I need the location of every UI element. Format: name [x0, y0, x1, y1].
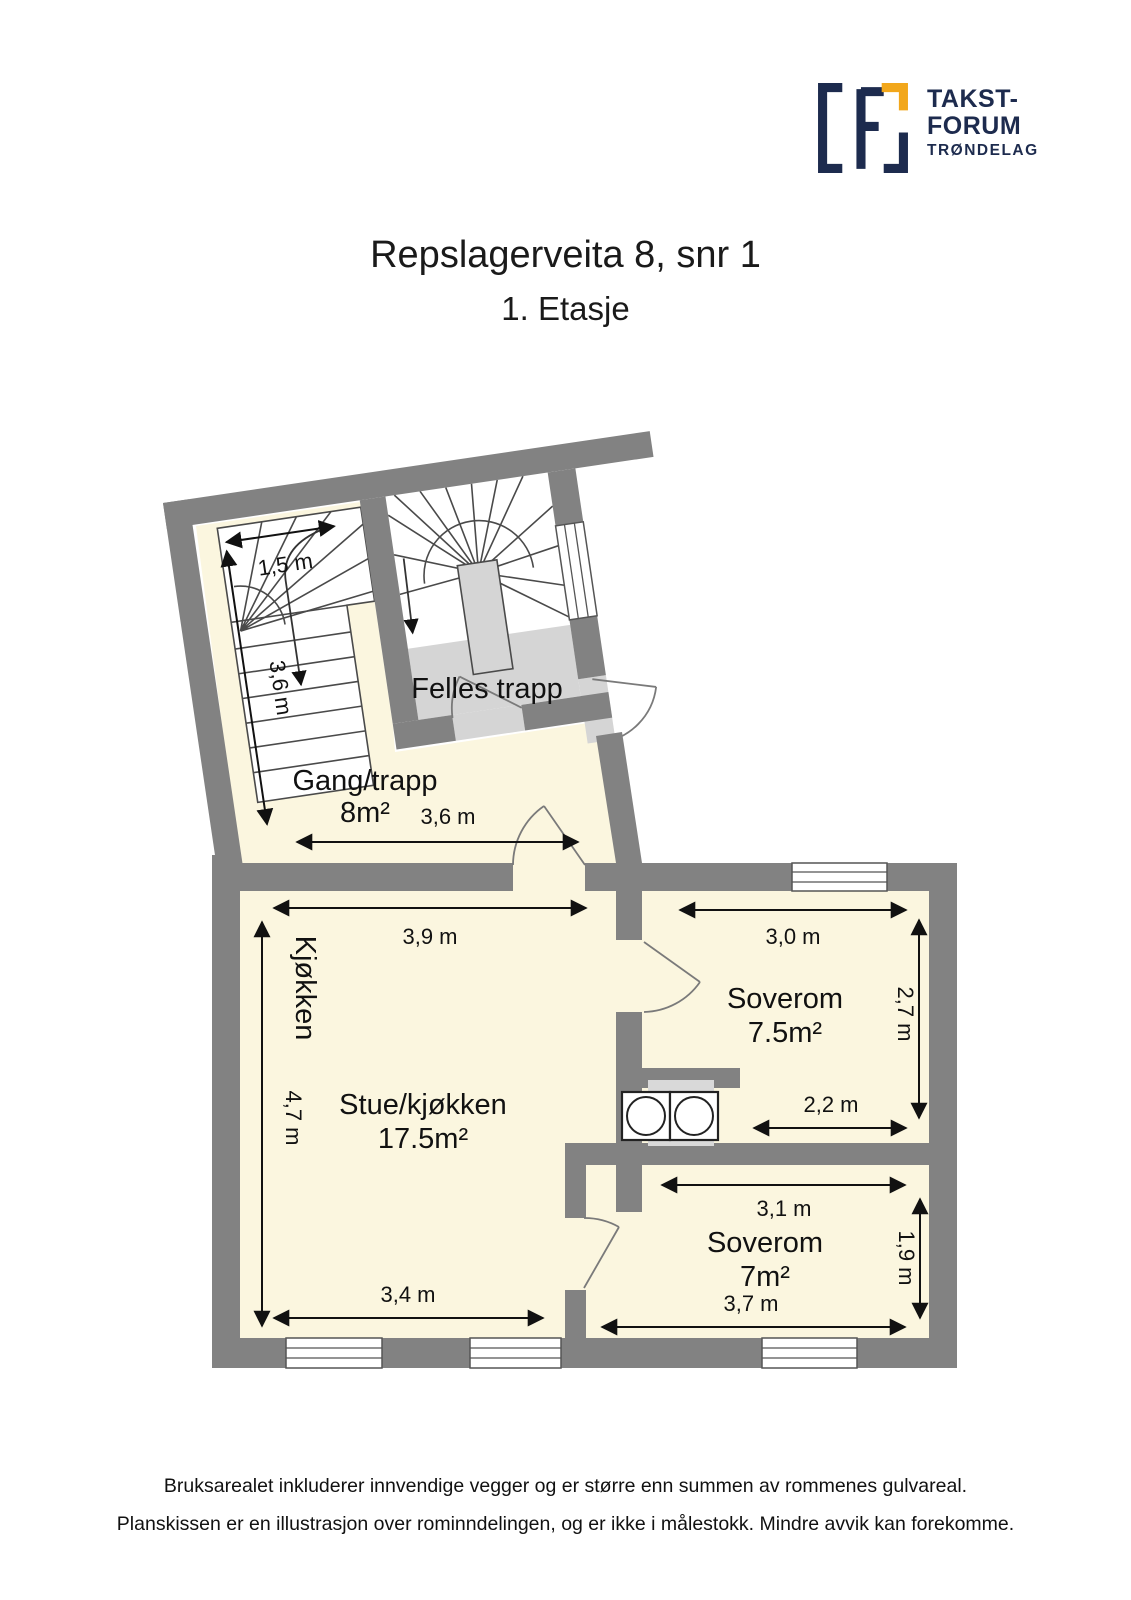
dimension-label: 3,9 m — [402, 924, 457, 949]
stairwell-window-frame — [563, 523, 589, 619]
soverom2-label: Soverom — [707, 1227, 823, 1259]
logo-left-bracket — [818, 83, 843, 173]
dimension-label: 3,0 m — [765, 924, 820, 949]
wall-outer-top-right — [588, 863, 957, 891]
dryer-drum-icon — [674, 1096, 714, 1136]
dimension-label: 4,7 m — [281, 1090, 306, 1145]
washer-dryer-unit — [620, 1080, 720, 1146]
dim-stue-height: 4,7 m — [253, 920, 306, 1328]
soverom2-doorway — [565, 1218, 586, 1290]
wall-bedroom-divider — [565, 1143, 929, 1165]
stairwell-window — [554, 520, 598, 621]
wall-thin-upper — [565, 1165, 586, 1218]
stairwell-rail-arc — [423, 519, 535, 584]
window-soverom1 — [791, 862, 888, 892]
wall-stue-top-right — [585, 863, 642, 891]
dimension-label: 2,2 m — [803, 1092, 858, 1117]
logo-yellow-corner — [881, 83, 908, 111]
brand-line-3: TRØNDELAG — [927, 142, 1039, 159]
footer-disclaimer-line2: Planskissen er en illustrasjon over romi… — [116, 1513, 1015, 1535]
gang-area: 8m² — [340, 797, 390, 829]
brand-line-1: TAKST- — [927, 85, 1019, 113]
door-to-soverom2 — [583, 1217, 620, 1289]
dim-soverom2-width-bottom: 3,7 m — [600, 1291, 907, 1336]
dimension-line — [220, 549, 274, 826]
dim-soverom1-width-bottom: 2,2 m — [752, 1092, 908, 1137]
page-subtitle: 1. Etasje — [501, 290, 630, 327]
wall-stairwell-bottom-left — [392, 715, 456, 750]
page-title: Repslagerveita 8, snr 1 — [370, 234, 761, 276]
soverom1-label: Soverom — [727, 983, 843, 1015]
tilted-stair-block: 1,5 m 3,6 m — [162, 431, 658, 884]
dimension-label: 3,1 m — [756, 1196, 811, 1221]
stairwell-landing — [407, 624, 581, 721]
wall-stue-top-left — [212, 863, 513, 891]
soverom2-floor — [586, 1165, 929, 1338]
dimension-label: 3,7 m — [723, 1291, 778, 1316]
dim-stue-width-top: 3,9 m — [272, 899, 588, 949]
takstforum-logo: TAKST- FORUM TRØNDELAG — [815, 80, 1039, 176]
soverom1-doorway — [616, 940, 642, 1012]
wall-stairwell-right-upper — [547, 468, 584, 526]
dim-soverom2-width-top: 3,1 m — [660, 1176, 907, 1221]
kjokken-label: Kjøkken — [289, 936, 321, 1041]
wall-top-tilted — [162, 431, 654, 529]
soverom1-area: 7.5m² — [748, 1017, 822, 1049]
felles-trapp-label: Felles trapp — [411, 673, 563, 705]
wall-outer-right — [929, 863, 957, 1368]
brand-wordmark: TAKST- FORUM TRØNDELAG — [927, 80, 1039, 160]
dim-soverom1-height: 2,7 m — [893, 918, 928, 1120]
dimension-label: 1,9 m — [894, 1230, 919, 1285]
stue-floor — [240, 891, 616, 1338]
stue-label: Stue/kjøkken — [339, 1089, 507, 1121]
wall-thin-lower — [565, 1290, 586, 1338]
dim-gang-width: 3,6 m — [295, 804, 580, 851]
wall-stairwell-bottom-right — [521, 691, 613, 731]
gang-label: Gang/trapp — [292, 765, 437, 797]
wall-outer-left — [212, 855, 240, 1368]
logo-right-bracket-bottom — [883, 132, 908, 173]
dim-stue-width-bottom: 3,4 m — [272, 1282, 545, 1327]
soverom2-area: 7m² — [740, 1261, 790, 1293]
wall-interior-upper — [616, 891, 642, 940]
dimension-label: 3,6 m — [420, 804, 475, 829]
window-soverom2 — [761, 1337, 858, 1369]
door-to-soverom1 — [643, 941, 701, 1013]
stairwell-door-threshold — [452, 704, 526, 741]
brand-line-2: FORUM — [927, 112, 1022, 140]
wall-stairwell-right-lower — [569, 615, 606, 680]
window-stue-right — [469, 1337, 562, 1369]
wall-gang-right — [596, 732, 642, 863]
window-stue-left — [285, 1337, 383, 1369]
stue-area: 17.5m² — [378, 1123, 469, 1155]
apartment-stair-treads — [231, 604, 370, 774]
dimension-line — [224, 520, 336, 549]
gang-stue-doorway — [513, 863, 585, 891]
stairwell-gang-door — [451, 675, 523, 719]
wall-stair-divider — [359, 496, 419, 724]
footer-disclaimer-line1: Bruksarealet inkluderer innvendige vegge… — [163, 1475, 968, 1497]
takstforum-logo-icon — [818, 83, 908, 173]
stairwell-walkline-arrow — [402, 558, 419, 635]
dim-soverom1-width-top: 3,0 m — [678, 901, 908, 949]
dimension-label: 2,7 m — [893, 986, 918, 1041]
dimension-label: 3,4 m — [380, 1282, 435, 1307]
washer-drum-icon — [626, 1096, 666, 1136]
stairwell-center-post — [456, 558, 514, 676]
dim-soverom2-height: 1,9 m — [894, 1197, 929, 1320]
